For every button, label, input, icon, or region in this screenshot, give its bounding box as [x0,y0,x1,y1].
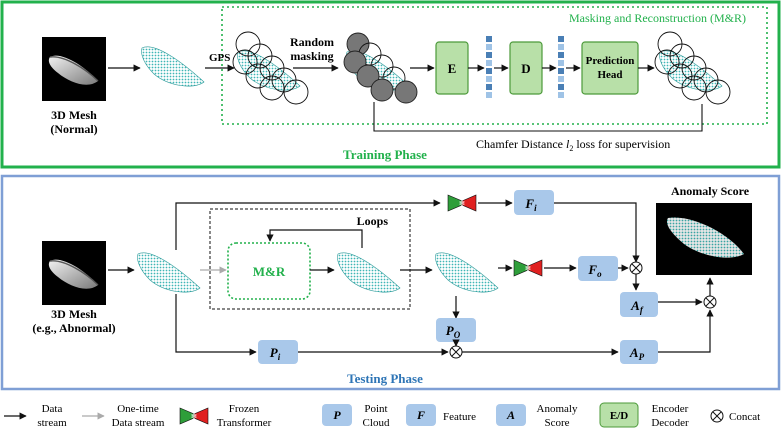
arrow-ap-to-final [658,309,714,353]
chamfer-label: Chamfer Distance l2 loss for supervision [476,137,670,153]
training-mesh-caption-1: 3D Mesh [51,108,97,122]
prediction-head-block [581,41,639,95]
legend-ed-box [599,402,639,428]
reconstructed-patches [654,31,731,105]
encoder-label: E [448,61,457,76]
fi-box [514,190,554,215]
ap-box [620,340,658,364]
mr-dotted-box [221,6,768,125]
patch-groups [232,31,309,105]
anomaly-score-title: Anomaly Score [671,184,750,198]
arrow-to-frozen-top [175,199,441,250]
po-box [436,318,476,342]
prediction-head-label-2: Head [597,69,622,81]
legend-one-time-2: Data stream [112,417,165,429]
decoder-label: D [521,61,530,76]
loops-box [209,208,411,310]
arrow-fi-to-concat [554,202,640,263]
concat-symbol-2 [449,345,463,359]
testing-mesh-image [41,240,107,306]
legend-concat-icon [710,409,724,423]
latent-tokens-1 [486,36,492,98]
gps-label: GPS [209,52,230,64]
legend-f-box [406,404,436,426]
random-masking-label-2: masking [290,49,333,63]
af-box [620,292,658,317]
testing-mesh-caption-2: (e.g., Abnormal) [32,321,115,335]
legend-frozen-2: Transformer [217,417,272,429]
anomaly-heatmap [666,217,744,258]
training-phase-label: Training Phase [343,147,427,162]
legend-a-sym: A [506,408,515,422]
output-point-cloud [435,252,499,293]
legend-frozen-icon [179,407,209,425]
legend-anomaly-1: Anomaly [537,403,578,415]
af-label: Af [630,298,644,315]
po-label: PO [446,323,461,340]
concat-symbol-1 [629,261,643,275]
fi-label: Fi [524,196,537,213]
legend-encdec-1: Encoder [652,403,689,415]
pi-box [258,340,298,364]
fo-box [578,256,618,281]
training-panel [0,0,781,169]
legend-anomaly-2: Score [544,417,569,429]
legend-one-time-1: One-time [117,403,159,415]
frozen-transformer-mid [513,259,543,277]
legend-frozen-1: Frozen [229,403,260,415]
legend-data-stream-1: Data [42,403,63,415]
loops-label: Loops [357,214,389,228]
legend-p-box [322,404,352,426]
mr-module-label: M&R [253,264,286,279]
training-point-cloud [141,46,205,87]
loop-point-cloud [337,252,401,293]
testing-mesh-caption-1: 3D Mesh [51,307,97,321]
legend-data-stream-2: stream [37,417,67,429]
legend-ed-sym: E/D [610,410,628,422]
masked-patches [343,32,418,104]
legend-point-cloud-1: Point [364,403,387,415]
latent-tokens-2 [558,36,564,98]
testing-phase-label: Testing Phase [347,371,423,386]
training-mesh-caption-2: (Normal) [50,122,97,136]
loop-feedback-arrow [266,229,363,248]
legend-concat: Concat [729,411,760,423]
training-mesh-image [41,36,107,102]
fo-label: Fo [587,262,602,279]
legend: Data stream One-time Data stream Frozen … [4,402,760,429]
frozen-transformer-top [447,194,477,212]
legend-p-sym: P [333,408,341,422]
legend-point-cloud-2: Cloud [363,417,390,429]
testing-point-cloud [137,252,201,293]
legend-feature: Feature [443,411,476,423]
random-masking-label-1: Random [290,35,334,49]
pi-label: Pi [270,345,281,362]
mr-title: Masking and Reconstruction (M&R) [569,11,746,25]
legend-f-sym: F [416,408,425,422]
testing-panel [0,174,781,391]
arrow-to-pi [175,294,257,356]
legend-a-box [496,404,526,426]
mr-module [227,242,311,300]
prediction-head-label-1: Prediction [586,55,635,67]
legend-encdec-2: Decoder [651,417,689,429]
concat-symbol-final [703,295,717,309]
chamfer-loss-line [373,102,703,132]
ap-label: AP [629,345,645,362]
